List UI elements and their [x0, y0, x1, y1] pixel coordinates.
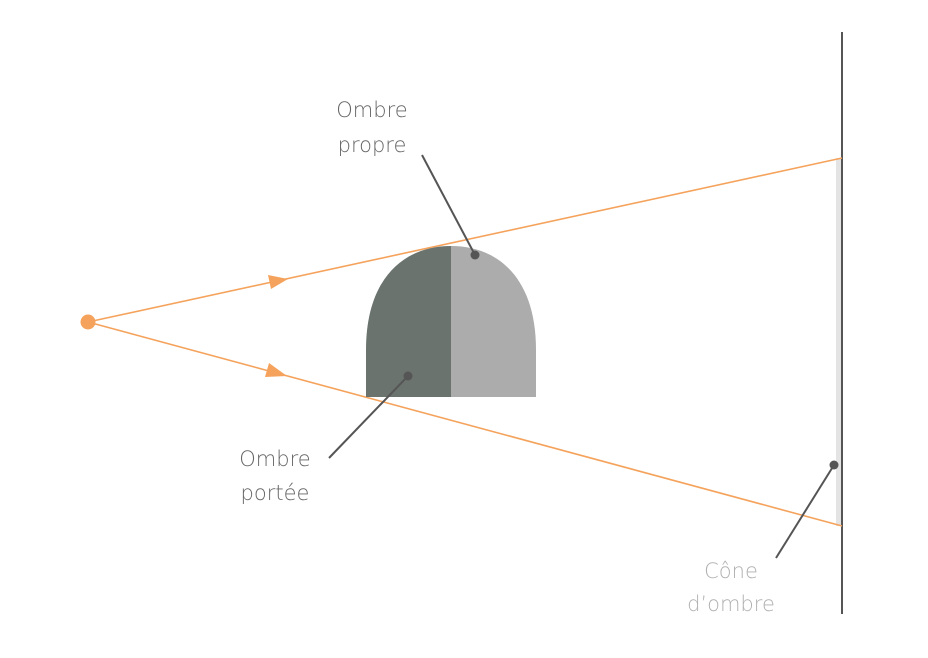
label-ombre-portee-line1: Ombre: [239, 447, 310, 471]
leader-dot-ombre-portee: [403, 371, 413, 381]
label-cone-ombre-line1: Cône: [704, 559, 758, 583]
upper-light-ray: [87, 157, 843, 323]
leader-dot-cone-ombre: [829, 460, 839, 470]
screen-shadow-band: [836, 158, 842, 526]
leader-dot-ombre-propre: [470, 250, 480, 260]
light-source-dot-icon: [80, 314, 96, 330]
upper-ray-arrowhead-icon: [268, 275, 288, 289]
lower-ray-arrowhead-icon: [265, 363, 287, 377]
label-ombre-portee-line2: portée: [241, 481, 310, 505]
label-ombre-propre-line1: Ombre: [336, 98, 407, 122]
lower-light-ray: [87, 321, 843, 527]
object-dark-half: [366, 246, 451, 397]
leader-cone-ombre: [775, 464, 835, 559]
label-cone-ombre-line2: d’ombre: [687, 592, 775, 616]
object-light-half: [451, 246, 536, 397]
label-ombre-propre-line2: propre: [338, 133, 407, 157]
leader-ombre-propre: [421, 154, 476, 256]
leader-ombre-portee: [328, 375, 409, 459]
